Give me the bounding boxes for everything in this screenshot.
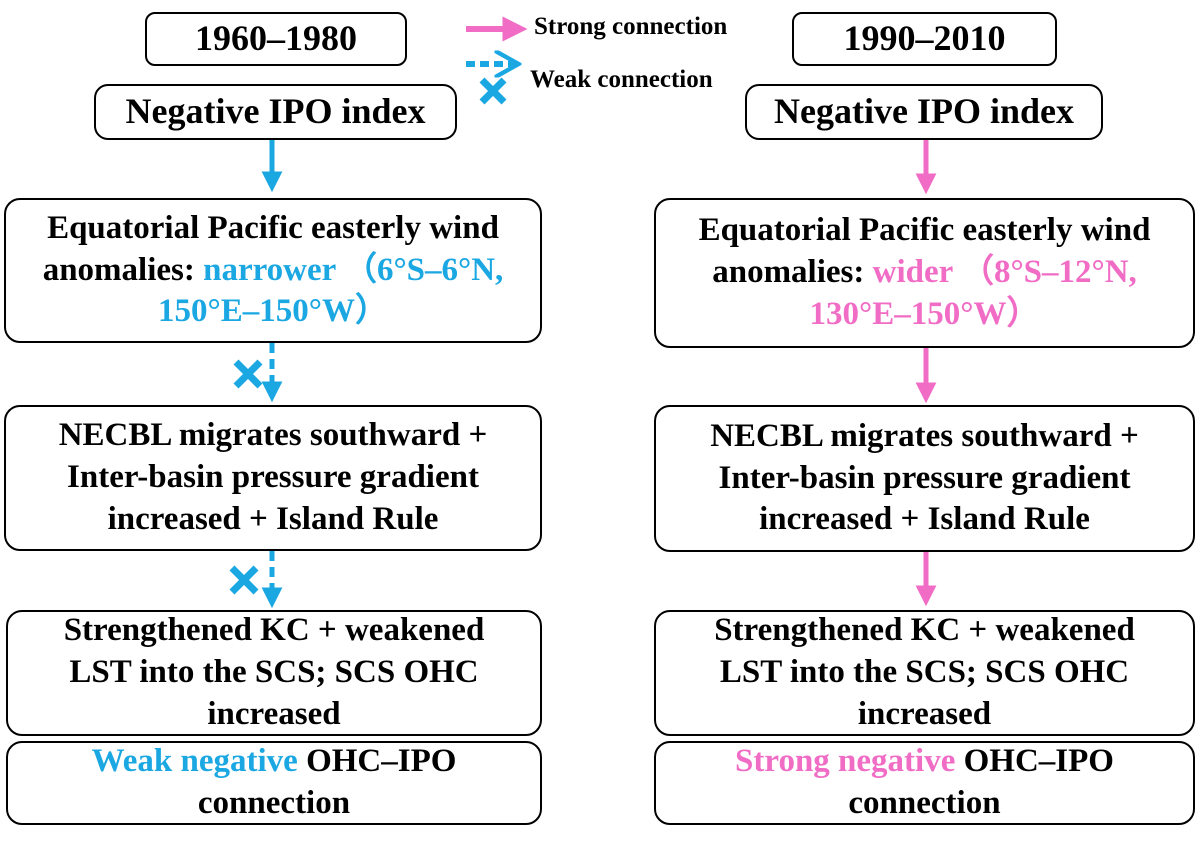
legend-cross-icon bbox=[479, 77, 507, 105]
legend-weak-label: Weak connection bbox=[530, 66, 713, 93]
right-necbl-box: NECBL migrates southward + Inter-basin p… bbox=[654, 405, 1195, 552]
left-period-box: 1960–1980 bbox=[145, 12, 407, 66]
right-ipo-box: Negative IPO index bbox=[745, 84, 1103, 140]
right-result-highlight: Strong negative bbox=[735, 743, 956, 780]
right-result-box: Strong negative OHC–IPO connection bbox=[654, 741, 1195, 825]
left-kc-box: Strengthened KC + weakened LST into the … bbox=[6, 610, 542, 736]
left-winds-highlight: narrower （6°S–6°N, 150°E–150°W） bbox=[158, 251, 504, 330]
left-winds-text: Equatorial Pacific easterly wind anomali… bbox=[22, 208, 524, 334]
right-necbl-label: NECBL migrates southward + Inter-basin p… bbox=[710, 417, 1139, 538]
right-result-text: Strong negative OHC–IPO connection bbox=[711, 741, 1138, 825]
right-kc-box: Strengthened KC + weakened LST into the … bbox=[654, 610, 1195, 736]
right-ipo-label: Negative IPO index bbox=[774, 91, 1074, 132]
left-winds-prefix: Equatorial Pacific easterly wind anomali… bbox=[42, 209, 499, 288]
left-ipo-label: Negative IPO index bbox=[125, 91, 426, 132]
left-cross-icon-1 bbox=[233, 359, 263, 389]
right-winds-box: Equatorial Pacific easterly wind anomali… bbox=[654, 198, 1195, 348]
left-result-highlight: Weak negative bbox=[91, 743, 298, 780]
left-necbl-box: NECBL migrates southward + Inter-basin p… bbox=[4, 405, 542, 551]
left-winds-box: Equatorial Pacific easterly wind anomali… bbox=[4, 198, 542, 343]
right-winds-text: Equatorial Pacific easterly wind anomali… bbox=[672, 210, 1177, 336]
left-result-text: Weak negative OHC–IPO connection bbox=[68, 741, 480, 825]
left-kc-label: Strengthened KC + weakened LST into the … bbox=[63, 612, 485, 732]
left-necbl-label: NECBL migrates southward + Inter-basin p… bbox=[58, 417, 488, 537]
right-period-box: 1990–2010 bbox=[792, 12, 1057, 66]
right-winds-highlight: wider （8°S–12°N, 130°E–150°W） bbox=[809, 254, 1137, 332]
left-result-box: Weak negative OHC–IPO connection bbox=[6, 741, 542, 825]
left-result-rest: OHC–IPO connection bbox=[197, 743, 457, 821]
right-kc-label: Strengthened KC + weakened LST into the … bbox=[714, 612, 1135, 732]
right-period-label: 1990–2010 bbox=[843, 18, 1006, 59]
right-winds-prefix: Equatorial Pacific easterly wind anomali… bbox=[698, 212, 1151, 291]
right-result-rest: OHC–IPO connection bbox=[848, 743, 1114, 821]
left-ipo-box: Negative IPO index bbox=[94, 84, 457, 140]
left-cross-icon-2 bbox=[229, 565, 259, 595]
left-period-label: 1960–1980 bbox=[195, 18, 357, 59]
legend-strong-label: Strong connection bbox=[534, 13, 728, 40]
